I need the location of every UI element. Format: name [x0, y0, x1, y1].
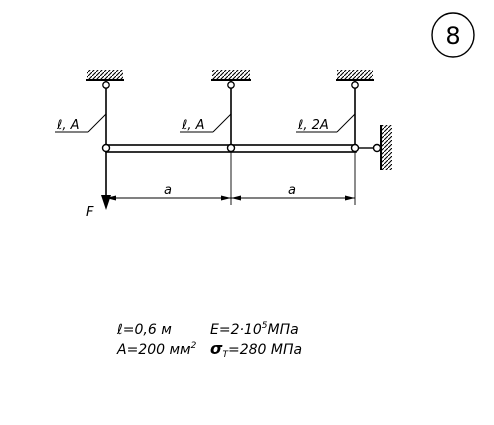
rod-2-leader: ℓ, A	[180, 113, 232, 133]
dimension-label-2: a	[288, 183, 296, 198]
force-label: F	[86, 205, 94, 220]
given-area: A=200 мм2	[116, 341, 197, 358]
rod-1-label: ℓ, A	[56, 118, 80, 133]
rod-3-label: ℓ, 2A	[297, 118, 329, 133]
wall-pin-support	[358, 125, 392, 170]
ceiling-support-1	[86, 70, 124, 81]
rod-3-leader: ℓ, 2A	[296, 113, 356, 133]
dimension-label-1: a	[164, 183, 172, 198]
given-data: ℓ=0,6 м E=2·105МПа A=200 мм2 σТ=280 МПа	[116, 321, 302, 360]
ceiling-support-2	[211, 70, 251, 81]
rod-1-leader: ℓ, A	[55, 113, 107, 133]
given-length: ℓ=0,6 м	[116, 322, 172, 338]
given-modulus: E=2·105МПа	[210, 321, 299, 338]
ceiling-support-3	[336, 70, 374, 81]
given-yield-stress: σТ=280 МПа	[210, 339, 302, 360]
problem-number-badge: 8	[431, 12, 475, 58]
rod-2-label: ℓ, A	[181, 118, 205, 133]
force-arrow: F	[86, 152, 111, 220]
dimension-line: a a	[106, 152, 356, 205]
problem-number: 8	[445, 22, 460, 50]
